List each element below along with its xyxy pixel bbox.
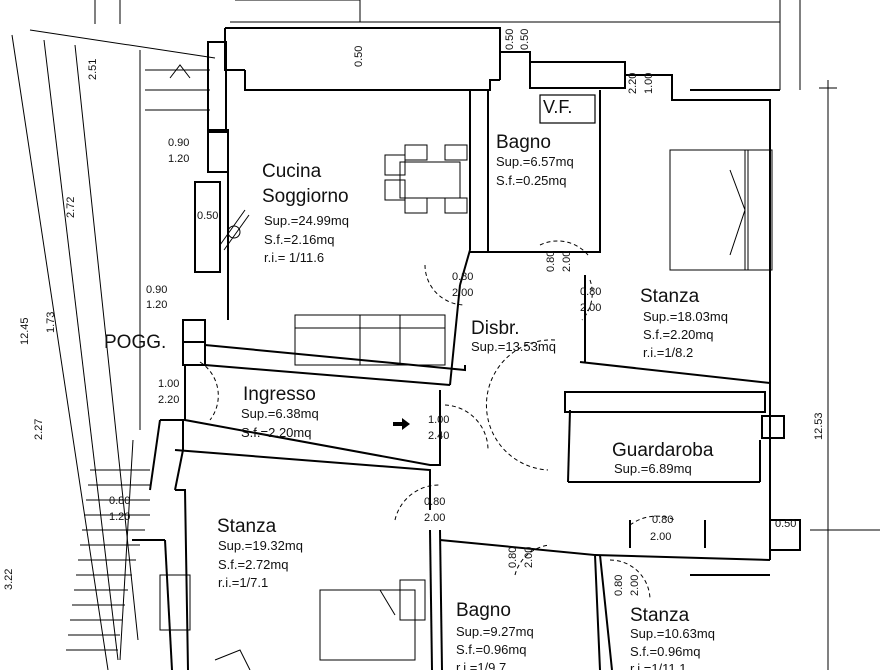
bed-stanza2 [159, 574, 426, 670]
balcony-top [169, 64, 191, 79]
stanza2-ri: r.i.=1/7.1 [218, 575, 269, 590]
stanza3-name: Stanza [630, 605, 690, 626]
dim-bagno2-door-a: 0.80 [507, 546, 519, 568]
dim-entry-b: 2.40 [428, 430, 450, 442]
bagno2-sup: Sup.=9.27mq [456, 624, 534, 639]
bagno1-name: Bagno [496, 132, 551, 153]
cucina-name-2: Soggiorno [262, 186, 349, 207]
guardaroba-sup: Sup.=6.89mq [614, 461, 692, 476]
dim-vf-220: 2.20 [627, 72, 639, 94]
dim-window-050: 0.50 [197, 210, 219, 222]
bagno2-name: Bagno [456, 600, 511, 621]
pogg-label: POGG. [104, 332, 167, 353]
dim-272: 2.72 [65, 196, 77, 218]
dim-right-050: 0.50 [775, 518, 797, 530]
bed-stanza1 [669, 149, 773, 271]
dim-guardaroba-door-a: 0.80 [652, 514, 674, 526]
stanza3-sup: Sup.=10.63mq [630, 626, 715, 641]
stanza1-sup: Sup.=18.03mq [643, 309, 728, 324]
stove [219, 209, 250, 251]
dim-stanza1-door-a: 0.80 [580, 286, 602, 298]
dim-ingresso-b: 2.20 [158, 394, 180, 406]
dim-entry-a: 1.00 [428, 414, 450, 426]
dim-stanza3-door-b: 2.00 [629, 574, 641, 596]
stanza1-sf: S.f.=2.20mq [643, 327, 714, 342]
stanza1-name: Stanza [640, 286, 700, 307]
bagno2-sf: S.f.=0.96mq [456, 642, 527, 657]
dim-bagno1-door-b: 2.00 [561, 250, 573, 272]
disbr-name: Disbr. [471, 318, 520, 339]
stanza3-sf: S.f.=0.96mq [630, 644, 701, 659]
dim-window-a: 0.90 [168, 137, 190, 149]
dim-173: 1.73 [45, 311, 57, 333]
dimension-lines [11, 29, 880, 670]
walls [132, 27, 801, 670]
dim-top-050-a: 0.50 [504, 28, 516, 50]
ingresso-sup: Sup.=6.38mq [241, 406, 319, 421]
dim-1245: 12.45 [19, 317, 31, 345]
dim-door-cucina-b: 1.20 [146, 299, 168, 311]
dim-322: 3.22 [3, 568, 15, 590]
dim-top-050: 0.50 [353, 45, 365, 67]
dim-top-050-b: 0.50 [519, 28, 531, 50]
dim-stanza2-door-a: 0.80 [424, 496, 446, 508]
cucina-sf: S.f.=2.16mq [264, 232, 335, 247]
dim-bagno1-door-a: 0.80 [545, 250, 557, 272]
cucina-name-1: Cucina [262, 161, 322, 182]
dining-table [384, 144, 468, 214]
stanza2-name: Stanza [217, 516, 277, 537]
stanza2-sf: S.f.=2.72mq [218, 557, 289, 572]
sofa [294, 314, 446, 366]
bagno1-sup: Sup.=6.57mq [496, 154, 574, 169]
guardaroba-name: Guardaroba [612, 440, 714, 461]
door-swings [199, 240, 676, 601]
entrance-arrow [393, 418, 410, 430]
dim-cucina-door-a: 0.80 [452, 271, 474, 283]
stanza2-sup: Sup.=19.32mq [218, 538, 303, 553]
dim-guardaroba-door-b: 2.00 [650, 531, 672, 543]
stairs-left [66, 469, 150, 651]
dim-stair-b: 1.20 [109, 511, 131, 523]
dim-stanza2-door-b: 2.00 [424, 512, 446, 524]
railing [119, 50, 141, 661]
dim-ingresso-a: 1.00 [158, 378, 180, 390]
ingresso-name: Ingresso [243, 384, 316, 405]
dim-227: 2.27 [33, 418, 45, 440]
disbr-sup: Sup.=13.53mq [471, 339, 556, 354]
dim-stanza3-door-a: 0.80 [613, 574, 625, 596]
dim-251: 2.51 [87, 58, 99, 80]
cucina-ri: r.i.= 1/11.6 [264, 250, 325, 265]
dim-door-cucina-a: 0.90 [146, 284, 168, 296]
stanza3-ri: r.i.=1/11.1 [630, 661, 687, 670]
cucina-sup: Sup.=24.99mq [264, 213, 349, 228]
ingresso-sf: S.f.=2.20mq [241, 425, 312, 440]
dim-stanza1-door-b: 2.00 [580, 302, 602, 314]
bagno1-sf: S.f.=0.25mq [496, 173, 567, 188]
dim-stair-a: 0.80 [109, 495, 131, 507]
dim-1253: 12.53 [813, 412, 825, 440]
dim-window-b: 1.20 [168, 153, 190, 165]
stairs-top [94, 0, 801, 111]
bagno2-ri: r.i.=1/9.7 [456, 660, 507, 670]
dim-bagno2-door-b: 2.00 [523, 546, 535, 568]
vf-box [539, 94, 596, 124]
stanza1-ri: r.i.=1/8.2 [643, 345, 694, 360]
dim-vf-100: 1.00 [643, 72, 655, 94]
dim-cucina-door-b: 2.00 [452, 287, 474, 299]
vf-label: V.F. [543, 97, 573, 117]
